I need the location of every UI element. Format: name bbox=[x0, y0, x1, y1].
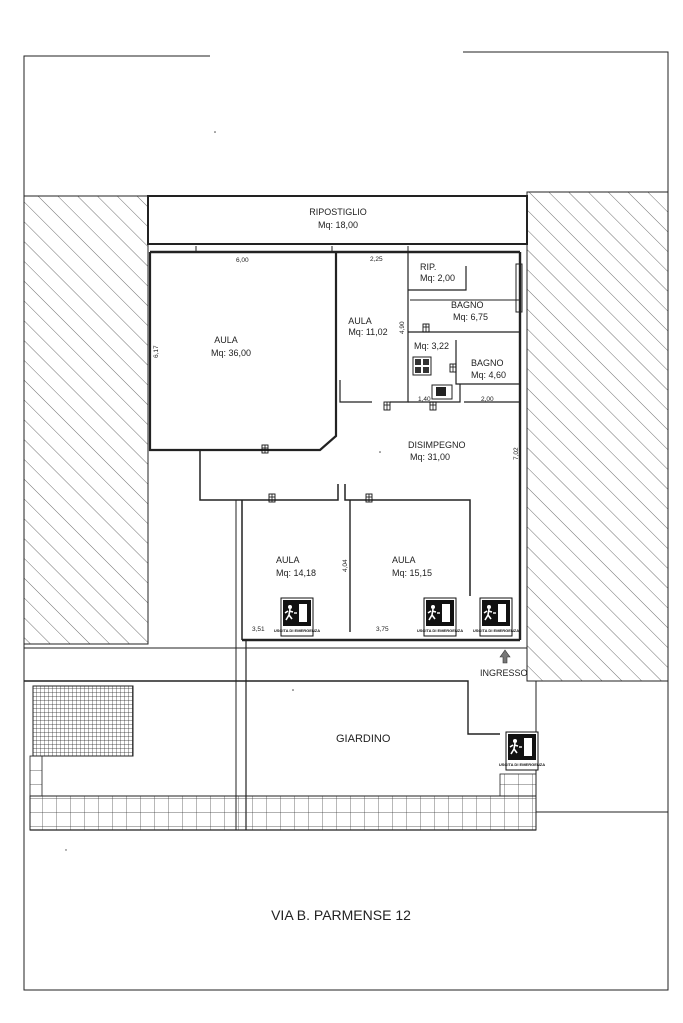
aula-b-label: AULA bbox=[392, 555, 416, 565]
fire-extinguisher-icon bbox=[365, 493, 373, 503]
dim-225: 2,25 bbox=[370, 256, 383, 263]
rip-area: Mq: 2,00 bbox=[420, 273, 455, 283]
dim-375: 3,75 bbox=[376, 626, 389, 633]
dim-140: 1,40 bbox=[418, 396, 431, 403]
fire-extinguisher-icon bbox=[383, 401, 391, 411]
disimpegno-area: Mq: 31,00 bbox=[410, 452, 450, 462]
dim-702: 7,02 bbox=[513, 447, 520, 460]
page-frame bbox=[23, 51, 669, 991]
bagno2-label: BAGNO bbox=[471, 358, 504, 368]
exit-sign-text: USCITA DI EMERGENZA bbox=[274, 628, 320, 633]
street-address: VIA B. PARMENSE 12 bbox=[271, 907, 411, 923]
hatched-neighbour-right bbox=[526, 191, 669, 682]
dim-404: 4,04 bbox=[342, 559, 349, 572]
exit-sign-text: USCITA DI EMERGENZA bbox=[417, 628, 463, 633]
hatched-neighbour-left bbox=[23, 195, 149, 645]
entrance-arrow-icon bbox=[499, 649, 511, 664]
exit-sign-text: USCITA DI EMERGENZA bbox=[473, 628, 519, 633]
ripostiglio-label: RIPOSTIGLIO bbox=[309, 207, 367, 217]
ingresso-label: INGRESSO bbox=[480, 668, 528, 678]
fire-extinguisher-icon bbox=[268, 493, 276, 503]
aula-large-area: Mq: 36,00 bbox=[211, 348, 251, 358]
fire-extinguisher-icon bbox=[429, 401, 437, 411]
aula-mid-label: AULA bbox=[348, 316, 372, 326]
aula-a-label: AULA bbox=[276, 555, 300, 565]
dim-351: 3,51 bbox=[252, 626, 265, 633]
ripostiglio-area: Mq: 18,00 bbox=[318, 220, 358, 230]
bagno1-label: BAGNO bbox=[451, 300, 484, 310]
bagno2-area: Mq: 4,60 bbox=[471, 370, 506, 380]
tiled-border bbox=[29, 755, 537, 831]
rip-label: RIP. bbox=[420, 262, 436, 272]
building-walls bbox=[148, 244, 528, 642]
ripostiglio-room bbox=[147, 195, 528, 245]
dim-200: 2,00 bbox=[481, 396, 494, 403]
elevator-icon bbox=[412, 356, 453, 400]
fire-extinguisher-icon bbox=[449, 363, 457, 373]
dim-490: 4,90 bbox=[399, 321, 406, 334]
fire-extinguisher-icon bbox=[422, 323, 430, 333]
aula-mid-area: Mq: 11,02 bbox=[348, 327, 387, 337]
aula-b-area: Mq: 15,15 bbox=[392, 568, 432, 578]
dim-617: 6,17 bbox=[153, 345, 160, 358]
dim-600: 6,00 bbox=[236, 257, 249, 264]
bagno1-area: Mq: 6,75 bbox=[453, 312, 488, 322]
scan-specks bbox=[65, 131, 381, 851]
disimpegno-label: DISIMPEGNO bbox=[408, 440, 466, 450]
giardino-label: GIARDINO bbox=[336, 733, 391, 745]
aula-a-area: Mq: 14,18 bbox=[276, 568, 316, 578]
bagno-small-area: Mq: 3,22 bbox=[414, 341, 449, 351]
pergola-grid bbox=[32, 685, 134, 757]
aula-large-label: AULA bbox=[214, 335, 238, 345]
exit-sign-text: USCITA DI EMERGENZA bbox=[499, 762, 545, 767]
